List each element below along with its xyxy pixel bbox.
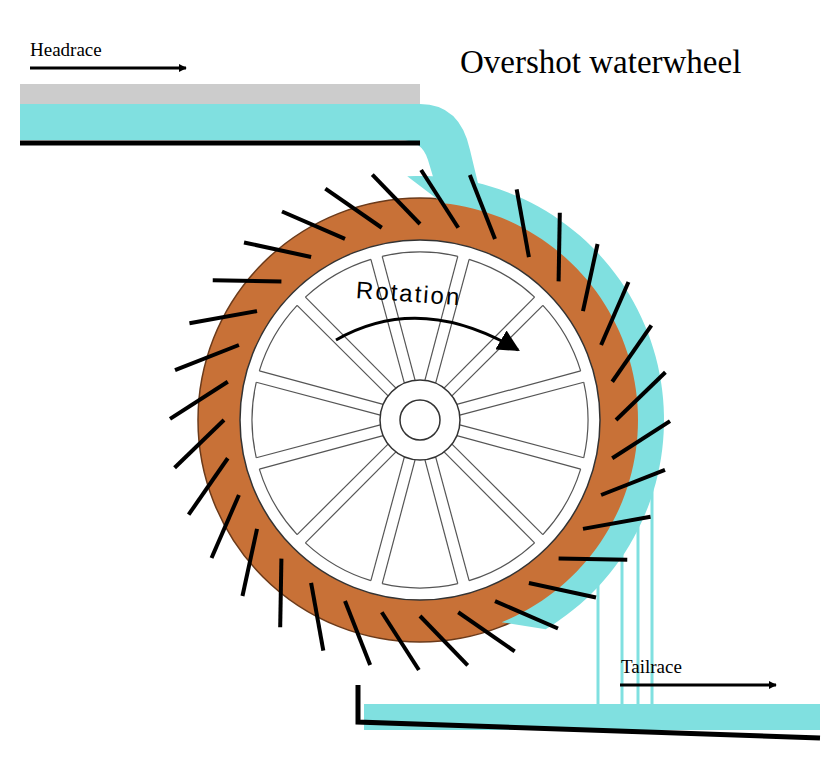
spoke <box>457 436 581 469</box>
paddle <box>242 529 257 596</box>
spoke <box>452 444 543 535</box>
paddle <box>559 213 560 282</box>
paddle <box>325 189 381 228</box>
channel-label: Tailrace <box>621 657 682 676</box>
paddle <box>189 458 228 514</box>
paddle <box>382 612 419 670</box>
paddle <box>213 280 282 281</box>
paddle <box>470 175 495 239</box>
spoke <box>256 425 380 458</box>
paddle <box>244 242 311 257</box>
rim-segment <box>259 469 297 534</box>
paddle <box>559 559 628 560</box>
rim-segment <box>259 305 297 370</box>
spoke <box>259 371 383 404</box>
paddle <box>175 345 239 370</box>
paddle <box>495 601 558 628</box>
paddle <box>420 616 468 665</box>
spoke <box>297 444 388 535</box>
rim-segment <box>584 382 588 458</box>
spoke <box>297 305 388 396</box>
paddle <box>189 311 257 323</box>
diagram-title: Overshot waterwheel <box>460 46 741 79</box>
paddle <box>601 470 665 495</box>
spoke <box>305 297 396 388</box>
headrace-water <box>20 104 482 200</box>
paddle <box>583 244 598 311</box>
spoke <box>444 452 535 543</box>
spoke <box>452 305 543 396</box>
hub <box>380 380 460 460</box>
spoke <box>371 457 404 581</box>
paddle <box>170 382 228 419</box>
rim-segment <box>543 469 581 534</box>
paddle <box>421 170 458 228</box>
paddle <box>458 612 514 651</box>
paddle <box>583 517 651 529</box>
paddle <box>311 583 323 651</box>
paddle <box>616 372 665 420</box>
rim-segment <box>305 543 370 581</box>
paddle <box>280 559 281 628</box>
paddle <box>175 420 224 468</box>
rim-segment <box>469 543 534 581</box>
axle <box>400 400 440 440</box>
headrace-floor <box>20 141 420 146</box>
spoke <box>444 297 535 388</box>
rotation-arrow <box>336 318 518 350</box>
rim-segment <box>543 305 581 370</box>
headrace-wall <box>20 84 420 104</box>
tailrace-bed <box>358 685 820 738</box>
paddle <box>345 601 370 665</box>
channel-label: Headrace <box>30 40 102 59</box>
spoke <box>460 382 584 415</box>
rim-segment <box>382 252 458 256</box>
spoke <box>425 460 458 584</box>
rim-segment <box>252 382 256 458</box>
rim-segment <box>469 259 534 297</box>
wheel-disc <box>240 240 600 600</box>
paddle <box>212 495 239 558</box>
paddle <box>601 282 628 345</box>
paddle <box>612 325 651 381</box>
paddle <box>372 175 420 224</box>
paddle <box>282 212 345 239</box>
flow-arrow <box>620 684 776 687</box>
paddle <box>517 189 529 257</box>
rim-segment <box>382 584 458 588</box>
flow-arrow <box>30 67 186 70</box>
paddle <box>612 421 670 458</box>
spoke <box>305 452 396 543</box>
spokes <box>252 252 588 588</box>
paddles <box>170 170 670 670</box>
waterwheel <box>170 170 670 670</box>
paddle <box>529 583 596 598</box>
